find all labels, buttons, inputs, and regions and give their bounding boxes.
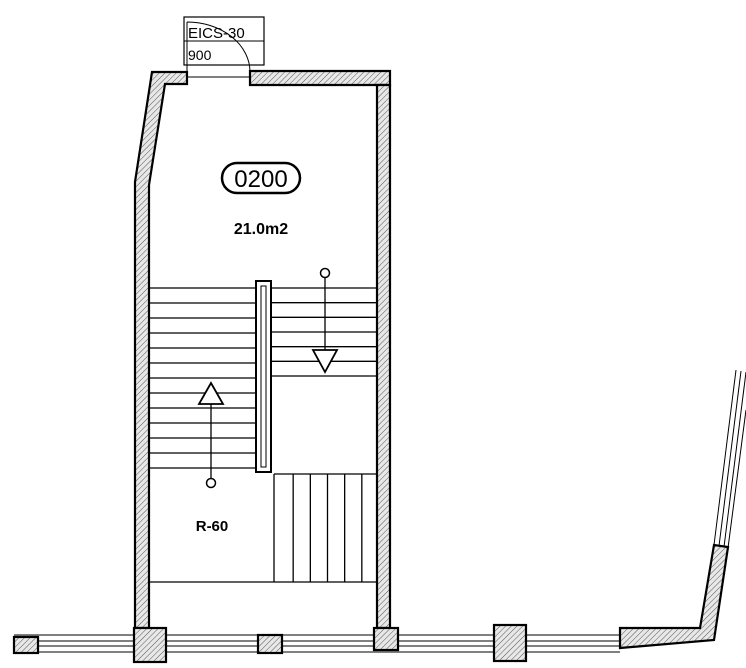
right-wall	[375, 83, 392, 630]
room-number: 0200	[234, 166, 287, 193]
column-3	[492, 623, 528, 663]
pier-mid	[256, 633, 284, 655]
exterior-wall-right	[713, 369, 746, 549]
arrow-up	[197, 381, 225, 489]
column-1	[132, 626, 168, 664]
pier-left-end	[12, 635, 40, 655]
room-area: 21.0m2	[234, 221, 288, 238]
stair-landing-risers	[292, 474, 363, 582]
stairwell-walls	[133, 69, 392, 630]
door-tag: EICS-30 900	[183, 16, 265, 66]
stair-flight-left	[149, 287, 256, 469]
stair-flight-right	[271, 287, 377, 377]
corner-wall	[618, 543, 730, 650]
door-swing-arc	[186, 21, 251, 73]
door-tag-code: EICS-30	[188, 25, 245, 42]
exterior-wall-bottom	[12, 543, 730, 664]
door-tag-width: 900	[188, 47, 212, 63]
room-tag: 0200	[220, 161, 302, 195]
fire-rating-label: R-60	[196, 518, 229, 535]
top-wall	[248, 69, 392, 87]
arrow-down	[311, 267, 339, 374]
column-2	[372, 626, 400, 652]
stair-handrail	[255, 280, 272, 473]
left-wall	[133, 70, 189, 630]
